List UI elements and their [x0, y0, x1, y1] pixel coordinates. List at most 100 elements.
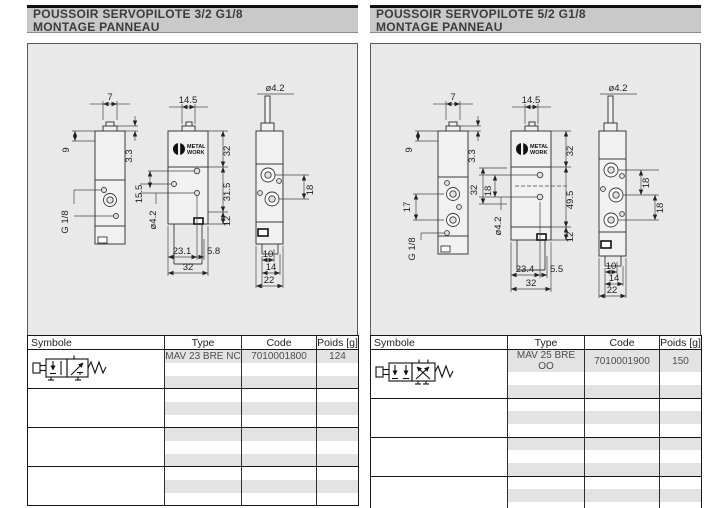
dim-label: 7: [450, 92, 455, 103]
type-cell: MAV 25 BRE OO: [507, 349, 585, 372]
empty-cell: [584, 502, 660, 508]
empty-cell: [507, 398, 585, 411]
section-title-line2: MONTAGE PANNEAU: [33, 19, 160, 34]
empty-cell: [584, 398, 660, 411]
dim-label: 32: [183, 262, 194, 273]
empty-cell: [659, 411, 702, 424]
valve-3-2-symbol-icon: [32, 355, 107, 381]
section-header-5-2: POUSSOIR SERVOPILOTE 5/2 G1/8 MONTAGE PA…: [370, 5, 701, 33]
side-view: 7 9 3.3 17 G 1/8: [402, 92, 481, 261]
symbole-cell: [370, 398, 508, 438]
empty-cell: [507, 502, 585, 508]
empty-cell: [659, 476, 702, 489]
empty-cell: [241, 453, 317, 467]
empty-cell: [316, 375, 359, 389]
empty-cell: [316, 388, 359, 402]
dim-label: 23.1: [173, 246, 192, 257]
empty-cell: [164, 388, 242, 402]
empty-cell: [659, 424, 702, 438]
dim-label: 15.5: [134, 185, 145, 204]
empty-cell: [316, 492, 359, 506]
technical-drawing-3-2: 7 9 3.3 G 1/8: [60, 83, 316, 289]
empty-cell: [507, 411, 585, 424]
empty-cell: [316, 414, 359, 428]
empty-cell: [316, 466, 359, 480]
empty-cell: [164, 427, 242, 441]
empty-cell: [241, 375, 317, 389]
dim-label: 22: [607, 285, 618, 296]
empty-cell: [584, 372, 660, 385]
dim-label: ø4.2: [148, 210, 159, 229]
dim-label: ø4.2: [265, 83, 284, 94]
port-label: G 1/8: [60, 210, 71, 233]
empty-cell: [584, 411, 660, 424]
empty-cell: [584, 476, 660, 489]
valve-5-2-symbol-icon: [375, 359, 454, 385]
symbole-cell: [27, 349, 165, 389]
dim-label: 49.5: [565, 191, 576, 210]
section-title-line1: POUSSOIR SERVOPILOTE 3/2 G1/8: [33, 7, 243, 21]
poids-cell: 150: [659, 349, 702, 372]
empty-cell: [316, 440, 359, 454]
front-view: METAL WORK 15.5 ø4.2: [134, 95, 233, 276]
dim-label: 31.5: [222, 183, 233, 202]
symbole-cell: [370, 437, 508, 477]
metalwork-logo-text: METAL: [530, 144, 549, 150]
empty-cell: [164, 492, 242, 506]
dim-label: 32: [526, 278, 537, 289]
empty-cell: [164, 479, 242, 493]
empty-cell: [659, 502, 702, 508]
empty-cell: [241, 401, 317, 415]
symbole-cell: [370, 476, 508, 508]
empty-cell: [507, 450, 585, 463]
side-view: 7 9 3.3 G 1/8: [60, 92, 138, 245]
drawing-panel-3-2: 7 9 3.3 G 1/8: [27, 43, 358, 335]
col-header-poids: Poids [g]: [316, 335, 359, 350]
empty-cell: [584, 463, 660, 477]
empty-cell: [241, 479, 317, 493]
empty-cell: [659, 385, 702, 399]
dim-label: 12: [565, 232, 576, 243]
col-header-code: Code: [241, 335, 317, 350]
symbole-cell: [27, 466, 165, 506]
empty-cell: [584, 424, 660, 438]
col-header-symbole: Symbole: [27, 335, 165, 350]
empty-cell: [164, 362, 242, 376]
empty-cell: [241, 440, 317, 454]
poids-cell: 124: [316, 349, 359, 363]
empty-cell: [507, 385, 585, 399]
dim-label: ø4.2: [493, 216, 504, 235]
dim-label: 3.3: [467, 149, 478, 162]
dim-label: 18: [655, 203, 666, 214]
dim-label: 17: [402, 202, 413, 213]
symbole-cell: [27, 427, 165, 467]
empty-cell: [164, 401, 242, 415]
symbole-cell: [370, 349, 508, 399]
empty-cell: [507, 424, 585, 438]
empty-cell: [164, 466, 242, 480]
empty-cell: [659, 372, 702, 385]
empty-cell: [164, 440, 242, 454]
col-header-code: Code: [584, 335, 660, 350]
empty-cell: [659, 450, 702, 463]
dim-label: 14: [609, 273, 620, 284]
dim-label: 12: [222, 216, 233, 227]
dim-label: 3.3: [124, 149, 135, 162]
empty-cell: [659, 463, 702, 477]
dim-label: 14: [266, 262, 277, 273]
empty-cell: [584, 437, 660, 450]
empty-cell: [316, 362, 359, 376]
dim-label: 14.5: [522, 95, 541, 106]
front-view: METAL WORK 32 18: [469, 95, 576, 292]
empty-cell: [241, 466, 317, 480]
empty-cell: [584, 385, 660, 399]
dim-label: 32: [469, 185, 480, 196]
col-header-symbole: Symbole: [370, 335, 508, 350]
code-cell: 7010001800: [241, 349, 317, 363]
dim-label: 14.5: [179, 95, 198, 106]
empty-cell: [241, 492, 317, 506]
dim-label: 5.8: [207, 246, 220, 257]
dim-label: 32: [565, 146, 576, 157]
section-3-2: POUSSOIR SERVOPILOTE 3/2 G1/8 MONTAGE PA…: [27, 5, 359, 508]
empty-cell: [316, 453, 359, 467]
